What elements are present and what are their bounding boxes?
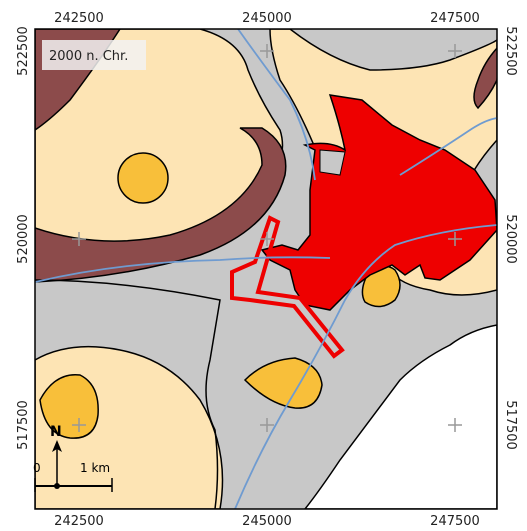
grid-cross-icon xyxy=(448,232,462,246)
x-tick-top-1: 242500 xyxy=(54,11,104,26)
grid-cross-icon xyxy=(260,232,274,246)
runway-outline xyxy=(230,215,345,359)
y-tick-right-1: 522500 xyxy=(503,26,518,76)
grid-cross-icon xyxy=(72,418,86,432)
map-body xyxy=(35,29,497,509)
dune-core-west xyxy=(117,152,169,204)
era-label: 2000 n. Chr. xyxy=(49,49,128,64)
boundary-line xyxy=(35,279,221,509)
sea-area-southeast xyxy=(304,324,497,509)
y-tick-right-3: 517500 xyxy=(503,400,518,450)
x-tick-bottom-3: 247500 xyxy=(430,514,480,529)
grid-cross-icon xyxy=(260,418,274,432)
grid-cross-icon xyxy=(448,418,462,432)
settlement-area xyxy=(260,94,497,311)
era-label-box xyxy=(42,40,146,70)
waterway-diagonal xyxy=(234,224,497,509)
map-frame xyxy=(34,28,498,510)
grid-cross-icon xyxy=(448,44,462,58)
peat-area-northeast xyxy=(473,47,497,110)
north-arrow-icon: N xyxy=(50,424,62,486)
y-tick-left-2: 520000 xyxy=(16,214,31,264)
y-tick-left-1: 522500 xyxy=(16,26,31,76)
x-tick-top-2: 245000 xyxy=(242,11,292,26)
y-tick-left-3: 517500 xyxy=(16,400,31,450)
scale-end-label: 1 km xyxy=(80,461,110,475)
dune-core-southwest xyxy=(39,373,99,439)
x-tick-top-3: 247500 xyxy=(430,11,480,26)
waterway-north xyxy=(237,29,316,181)
grid-cross-icon xyxy=(72,232,86,246)
scale-start-label: 0 xyxy=(33,461,41,475)
dune-core-south xyxy=(243,357,323,409)
north-label: N xyxy=(50,424,62,440)
settlement-notch xyxy=(319,149,346,176)
scale-bar: 0 1 km xyxy=(33,461,113,492)
grid-crosses xyxy=(72,44,462,432)
x-tick-bottom-2: 245000 xyxy=(242,514,292,529)
grid-cross-icon xyxy=(260,44,274,58)
waterway-west xyxy=(35,256,331,283)
y-tick-right-2: 520000 xyxy=(503,214,518,264)
x-tick-bottom-1: 242500 xyxy=(54,514,104,529)
waterway-east xyxy=(399,117,497,176)
